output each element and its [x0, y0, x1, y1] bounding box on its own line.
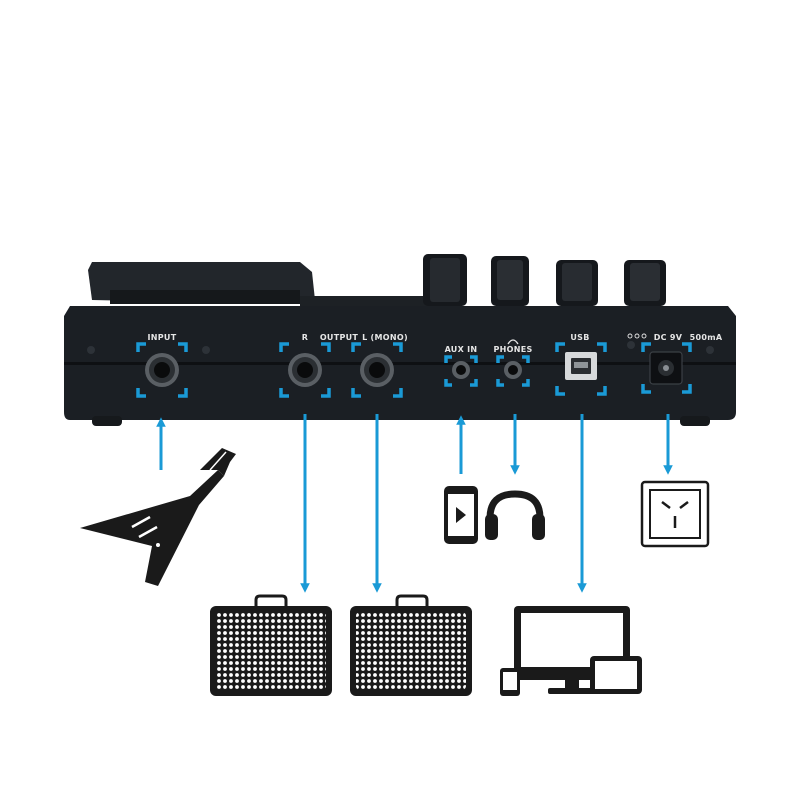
headphones-icon	[485, 490, 545, 540]
output-l-mono-jack	[360, 353, 394, 387]
phones-label: PHONES	[493, 345, 532, 354]
output-r-label: R	[302, 333, 308, 342]
aux-in-jack	[452, 361, 470, 379]
phones-jack	[504, 361, 522, 379]
output-r-jack	[288, 353, 322, 387]
input-label: INPUT	[148, 333, 177, 342]
usb-label: USB	[570, 333, 589, 342]
port-highlight-brackets	[136, 342, 692, 398]
dc-polarity-icon	[627, 333, 647, 339]
output-label: OUTPUT	[320, 333, 359, 342]
connection-arrows	[156, 414, 673, 593]
headphone-symbol-icon	[507, 339, 519, 345]
multi-effects-pedal: INPUT R OUTPUT L (MONO) AUX IN PHONES US…	[64, 254, 736, 426]
guitar-amplifier-icon	[210, 594, 332, 696]
current-rating-label: 500mA	[690, 333, 723, 342]
smartphone-play-icon	[444, 486, 478, 544]
computer-tablet-phone-icon	[500, 606, 642, 696]
dc-label: DC 9V	[654, 333, 683, 342]
aux-in-label: AUX IN	[445, 345, 478, 354]
dc-power-jack	[649, 351, 683, 385]
guitar-amplifier-icon	[350, 594, 472, 696]
usb-port	[565, 352, 597, 380]
wall-power-outlet-icon	[640, 480, 710, 548]
control-knobs	[423, 254, 666, 306]
input-jack	[145, 353, 179, 387]
output-l-mono-label: L (MONO)	[362, 333, 408, 342]
electric-guitar-icon	[80, 448, 236, 586]
